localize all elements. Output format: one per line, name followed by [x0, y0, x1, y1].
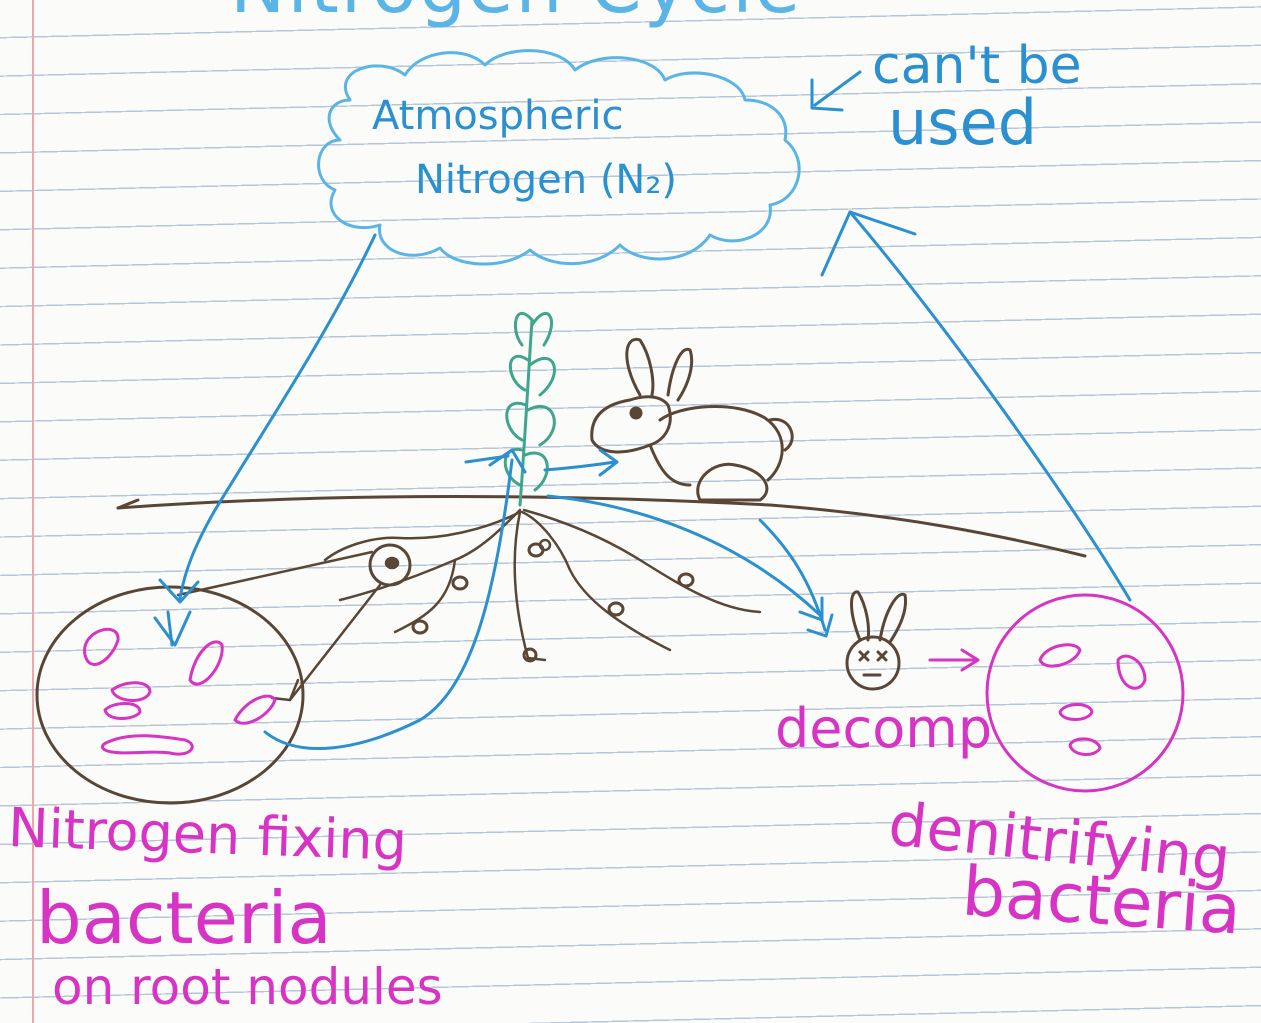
atmosphere-label-line2: Nitrogen (N₂): [415, 160, 677, 200]
nitrogen-fixing-label-line3: on root nodules: [52, 962, 443, 1012]
page-title: Nitrogen Cycle: [230, 0, 802, 24]
rabbit-icon: [592, 339, 792, 500]
plant-icon: [505, 313, 554, 505]
dead-rabbit-icon: [847, 592, 906, 689]
denitrifying-bacteria-icon: [987, 595, 1183, 791]
nitrogen-fixing-label-line2: bacteria: [36, 882, 332, 954]
nitrogen-fixing-label-line1: Nitrogen fixing: [7, 801, 408, 869]
cycle-arrows: [155, 212, 1130, 749]
note-arrow: [812, 72, 860, 110]
decomp-arrow: [930, 650, 978, 670]
note-label-line1: can't be: [872, 40, 1082, 92]
note-label-line2: used: [888, 92, 1037, 154]
denitrifying-label-line2: bacteria: [960, 858, 1243, 945]
decomp-label: decomp: [775, 702, 992, 756]
atmosphere-label-line1: Atmospheric: [372, 96, 624, 136]
